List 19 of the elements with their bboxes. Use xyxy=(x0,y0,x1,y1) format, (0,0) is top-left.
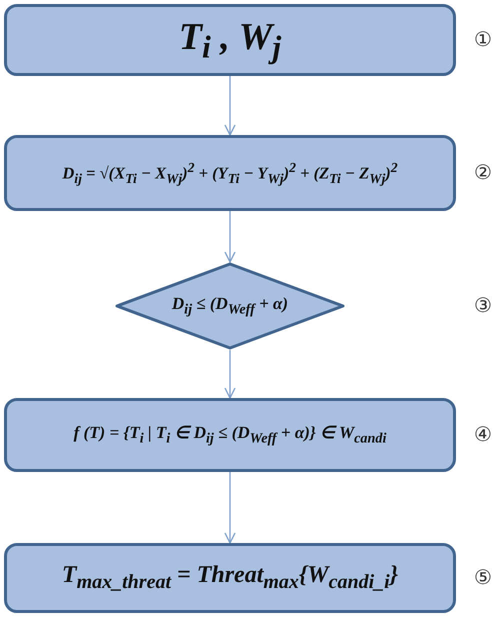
process-box xyxy=(4,543,456,613)
arrow xyxy=(224,472,236,544)
formula-text: T$_{max_threat}$ = Threat$_{max}${W$_{candi_i}$} xyxy=(62,562,398,594)
step-number: ② xyxy=(474,160,492,184)
step-number: ③ xyxy=(474,293,492,317)
decision-diamond xyxy=(115,262,345,350)
step-number: ⑤ xyxy=(474,565,492,589)
arrow xyxy=(224,76,236,136)
formula-text: f (T) = {T$_{i}$ | T$_{i}$ ∈ D$_{ij}$ ≤ (D$_{Weff}$ + α)} ∈ W$_{candi}$ xyxy=(74,422,386,448)
process-box xyxy=(4,398,456,472)
process-box xyxy=(4,135,456,211)
formula-text: D$_{ij}$ = √(X$_{Ti}$ − X$_{Wj}$)$^{2}$ + (Y$_{Ti}$ − Y$_{Wj}$)$^{2}$ + (Z$_{Ti}$ − Z$_{Wj}$)$^{2}$ xyxy=(62,160,398,186)
step-number: ① xyxy=(474,27,492,51)
process-box xyxy=(4,4,456,76)
step-number: ④ xyxy=(474,422,492,446)
formula-text: D$_{ij}$ ≤ (D$_{Weff}$ + α) xyxy=(172,294,288,318)
arrow xyxy=(224,350,236,399)
arrow xyxy=(224,211,236,263)
formula-text: T$_{i}$ , W$_{j}$ xyxy=(178,14,282,66)
